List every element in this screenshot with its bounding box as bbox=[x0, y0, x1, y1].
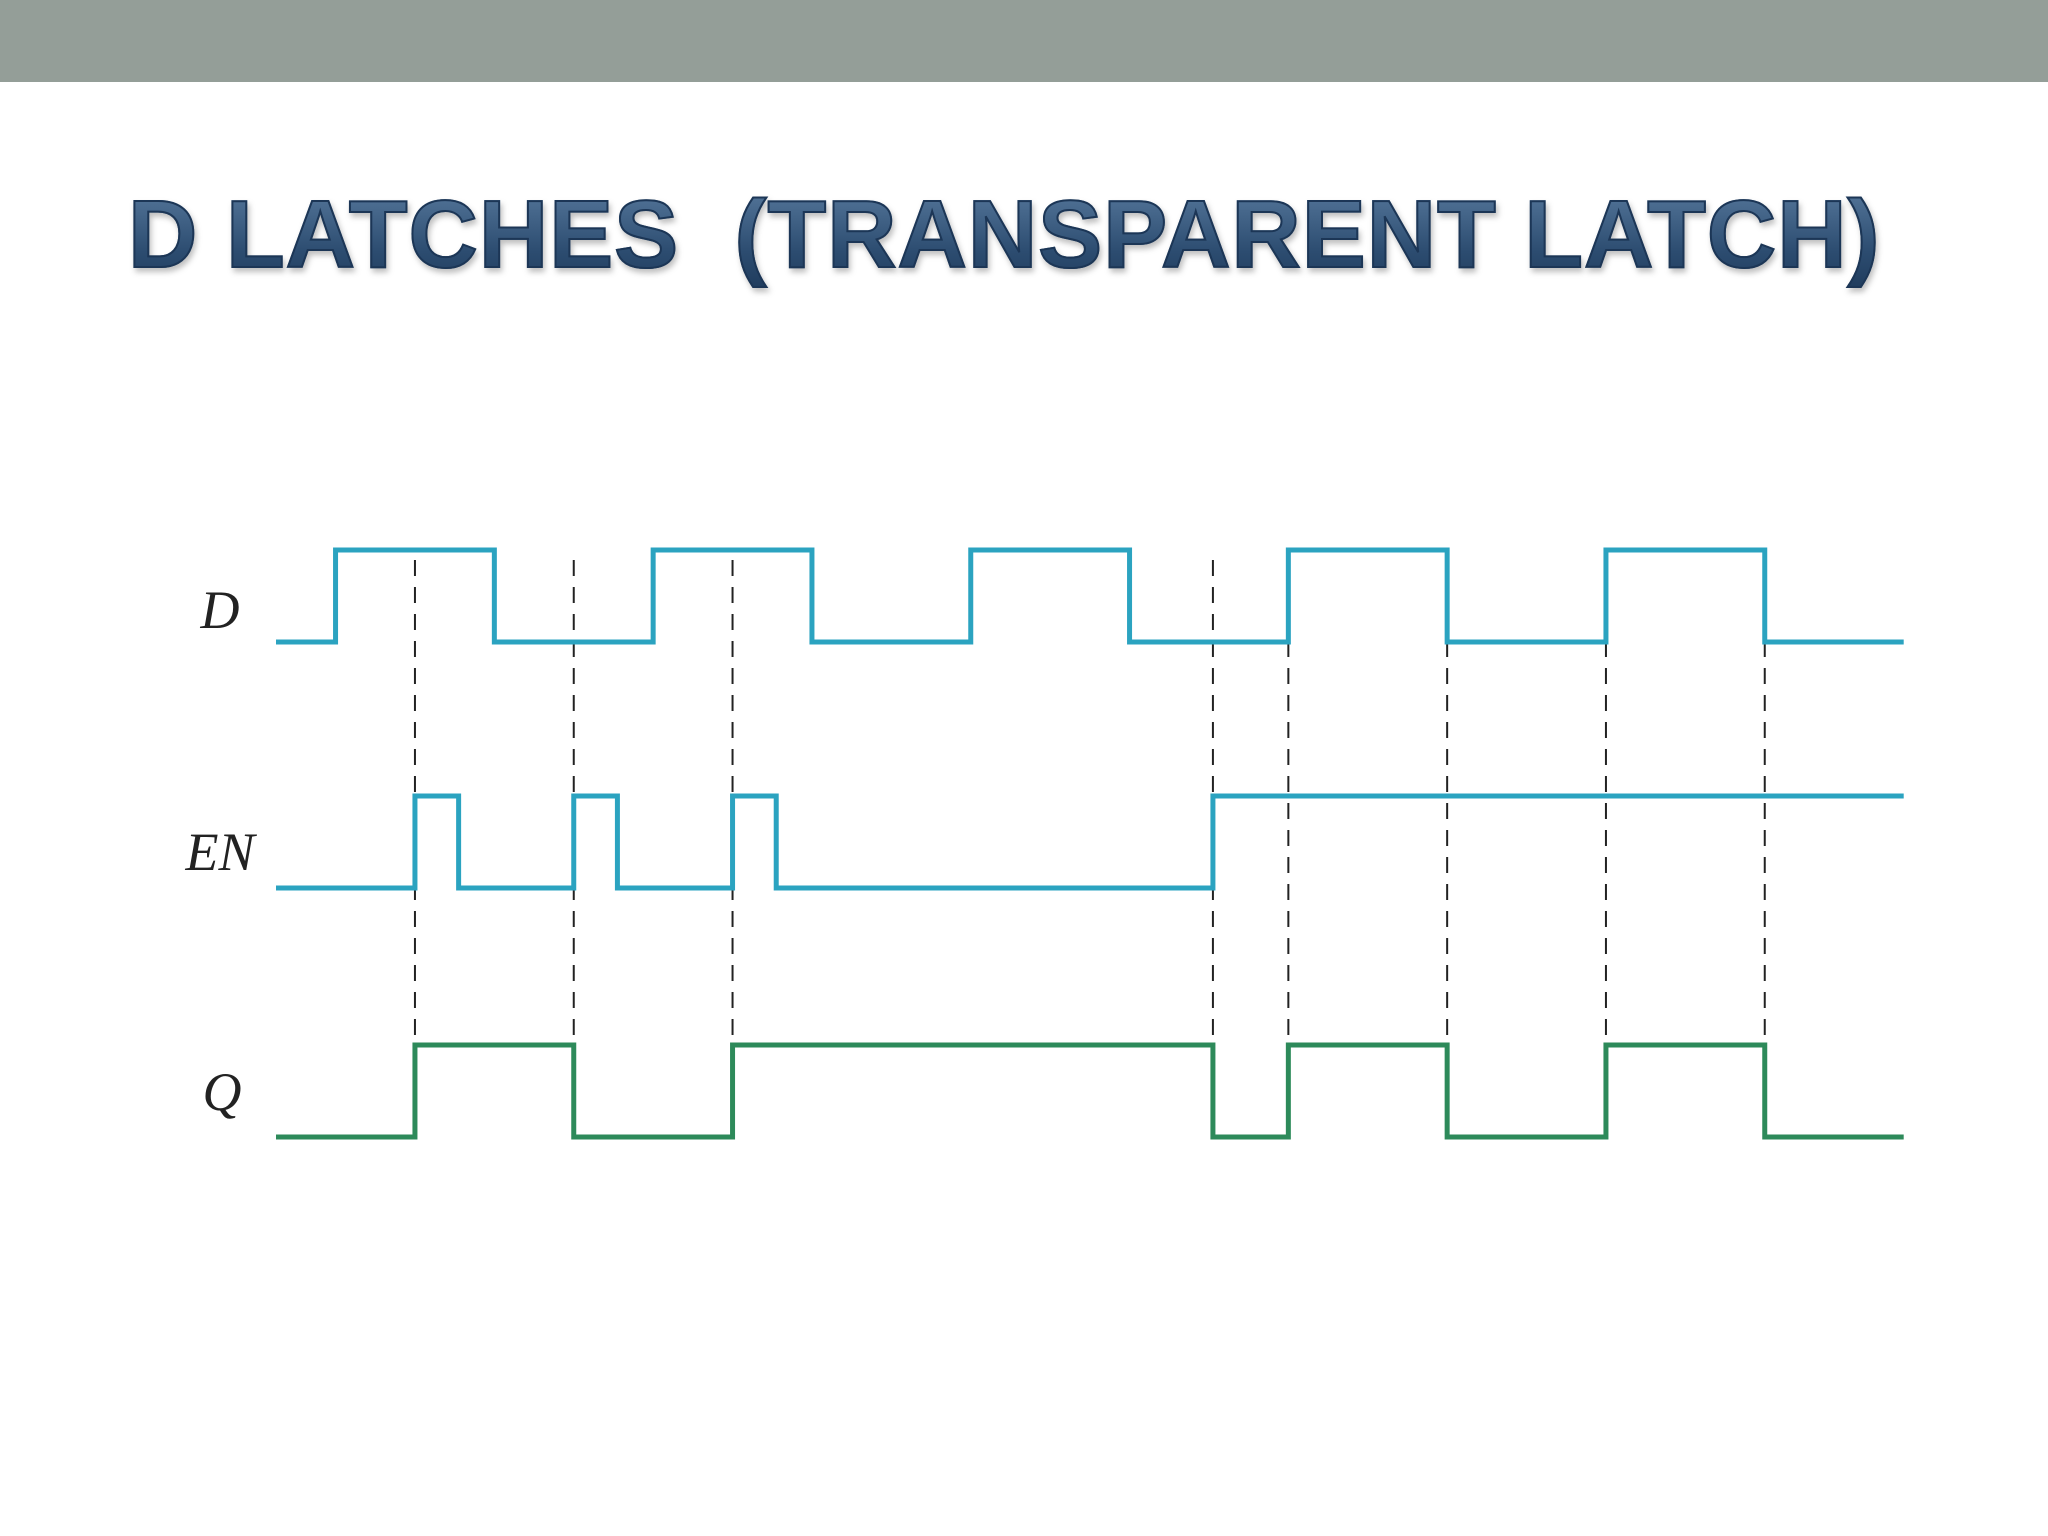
signal-label-en: EN bbox=[184, 822, 257, 882]
signal-label-q: Q bbox=[203, 1062, 242, 1122]
waveform-d bbox=[276, 547, 1904, 645]
slide-title: D LATCHES (TRANSPARENT LATCH) bbox=[127, 175, 1928, 315]
waveform-q bbox=[276, 1042, 1904, 1140]
top-bar bbox=[0, 0, 2048, 82]
signal-labels: D EN Q bbox=[184, 580, 257, 1122]
waveform-en bbox=[276, 793, 1904, 891]
signal-label-d: D bbox=[200, 580, 240, 640]
waveforms bbox=[276, 547, 1904, 1140]
